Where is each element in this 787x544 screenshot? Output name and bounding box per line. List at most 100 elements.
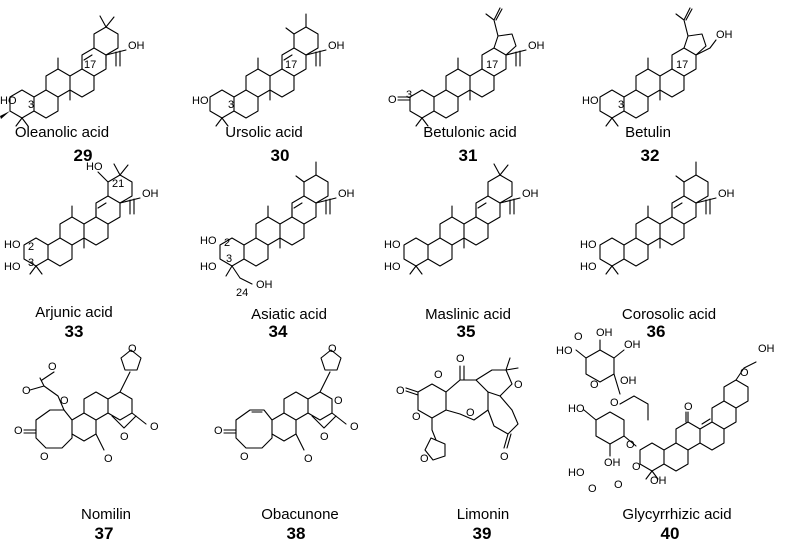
label-30-c17: 17	[285, 59, 297, 71]
label-37-dlactone-o: O	[150, 421, 159, 433]
label-34-ho2: HO	[200, 235, 217, 247]
label-32-c3: 3	[618, 99, 624, 111]
label-35-oh: OH	[522, 188, 539, 200]
compound-number-33: 33	[65, 322, 84, 341]
compound-number-37: 37	[95, 524, 114, 543]
label-39-ether-o: O	[514, 379, 523, 391]
label-29-ho: HO	[0, 95, 17, 107]
compound-name-29: Oleanolic acid	[15, 124, 109, 141]
label-40-oh-top: OH	[758, 343, 775, 355]
compound-number-35: 35	[457, 322, 476, 341]
compound-number-40: 40	[661, 524, 680, 543]
label-34-c2: 2	[224, 237, 230, 249]
label-40-o-ring1: O	[590, 379, 599, 391]
label-36-ho2: HO	[580, 239, 597, 251]
compound-number-34: 34	[269, 322, 288, 341]
label-40-o-top: O	[740, 367, 749, 379]
label-29-oh: OH	[128, 40, 145, 52]
label-40-ho-s4: HO	[568, 403, 585, 415]
label-38-dlactone-o1: O	[350, 421, 359, 433]
compound-number-36: 36	[647, 322, 666, 341]
label-37-epoxide-o: O	[120, 431, 129, 443]
label-37-acetate-o1: O	[48, 361, 57, 373]
compound-number-31: 31	[459, 146, 478, 165]
compound-name-34: Asiatic acid	[251, 306, 327, 323]
label-40-ketone-o: O	[684, 401, 693, 413]
label-40-o-link: O	[610, 397, 619, 409]
structure-40: OH O O HO O OH OH OH O HO O O HO O OH O …	[556, 327, 775, 495]
structure-36: OH HO HO	[580, 161, 735, 275]
compound-name-35: Maslinic acid	[425, 306, 511, 323]
label-33-c3: 3	[28, 257, 34, 269]
compound-number-32: 32	[641, 146, 660, 165]
compound-number-39: 39	[473, 524, 492, 543]
label-32-ho: HO	[582, 95, 599, 107]
label-40-o-c2: O	[588, 483, 597, 495]
compound-name-37: Nomilin	[81, 506, 131, 523]
label-36-oh: OH	[718, 188, 735, 200]
structure-35: OH HO HO	[384, 163, 539, 275]
label-38-lactone-o1: O	[214, 425, 223, 437]
label-31-o: O	[388, 94, 397, 106]
structure-31: OH O 3 17	[388, 7, 545, 127]
label-34-oh: OH	[338, 188, 355, 200]
label-30-c3: 3	[228, 99, 234, 111]
label-40-oh-s1: OH	[596, 327, 613, 339]
label-38-ketone-o: O	[304, 453, 313, 465]
label-31-c17: 17	[486, 59, 498, 71]
label-39-ring-o: O	[466, 407, 475, 419]
compound-name-33: Arjunic acid	[35, 304, 113, 321]
structure-33: HO 21 OH HO 2 HO 3	[4, 161, 159, 275]
structure-30: OH HO 3 17	[192, 13, 345, 127]
label-40-oh-s6: OH	[650, 475, 667, 487]
label-40-o-glyco: O	[632, 461, 641, 473]
label-31-c3: 3	[406, 89, 412, 101]
label-39-lactone-o2: O	[412, 411, 421, 423]
label-34-ho3: HO	[200, 261, 217, 273]
label-37-ketone-o: O	[104, 453, 113, 465]
label-29-c17: 17	[84, 59, 96, 71]
compound-name-39: Limonin	[457, 506, 510, 523]
label-30-ho: HO	[192, 95, 209, 107]
structure-37: O O O O O O O O O	[14, 343, 159, 465]
label-34-oh24: OH	[256, 279, 273, 291]
label-37-furan-o: O	[128, 343, 137, 355]
label-40-oh-s2: OH	[624, 339, 641, 351]
compound-number-29: 29	[74, 146, 93, 165]
label-37-acetate-o3: O	[60, 395, 69, 407]
label-37-lactone-o1: O	[14, 425, 23, 437]
label-38-lactone-o2: O	[240, 451, 249, 463]
label-40-o-ring2: O	[626, 439, 635, 451]
label-33-ho2: HO	[4, 239, 21, 251]
label-30-oh: OH	[328, 40, 345, 52]
compound-number-38: 38	[287, 524, 306, 543]
structure-29: OH HO 3 17	[0, 15, 145, 127]
label-39-lactone-o1: O	[396, 385, 405, 397]
label-33-ho3: HO	[4, 261, 21, 273]
structure-32: OH HO 3 17	[582, 7, 733, 127]
label-39-ketone-o: O	[456, 353, 465, 365]
label-38-dlactone-o2: O	[334, 395, 343, 407]
label-35-ho2: HO	[384, 239, 401, 251]
label-36-ho3: HO	[580, 261, 597, 273]
label-33-c21: 21	[112, 178, 124, 190]
structure-38: O O O O O O O	[214, 343, 359, 465]
compound-name-40: Glycyrrhizic acid	[622, 506, 731, 523]
label-34-c24: 24	[236, 287, 248, 299]
label-39-lactone-o3: O	[500, 451, 509, 463]
compound-name-31: Betulonic acid	[423, 124, 516, 141]
label-29-c3: 3	[28, 99, 34, 111]
label-40-oh-s5: OH	[604, 457, 621, 469]
label-33-oh: OH	[142, 188, 159, 200]
label-31-oh: OH	[528, 40, 545, 52]
label-37-acetate-o2: O	[22, 385, 31, 397]
label-39-furan-o: O	[420, 453, 429, 465]
label-33-c2: 2	[28, 241, 34, 253]
label-40-ho-c1: HO	[556, 345, 573, 357]
label-40-o-c1: O	[574, 331, 583, 343]
label-40-o-ring3: O	[614, 479, 623, 491]
structure-39: O O O O O O O O	[396, 353, 523, 465]
structure-34: OH HO 2 HO 3 24 OH	[200, 161, 355, 299]
label-35-ho3: HO	[384, 261, 401, 273]
